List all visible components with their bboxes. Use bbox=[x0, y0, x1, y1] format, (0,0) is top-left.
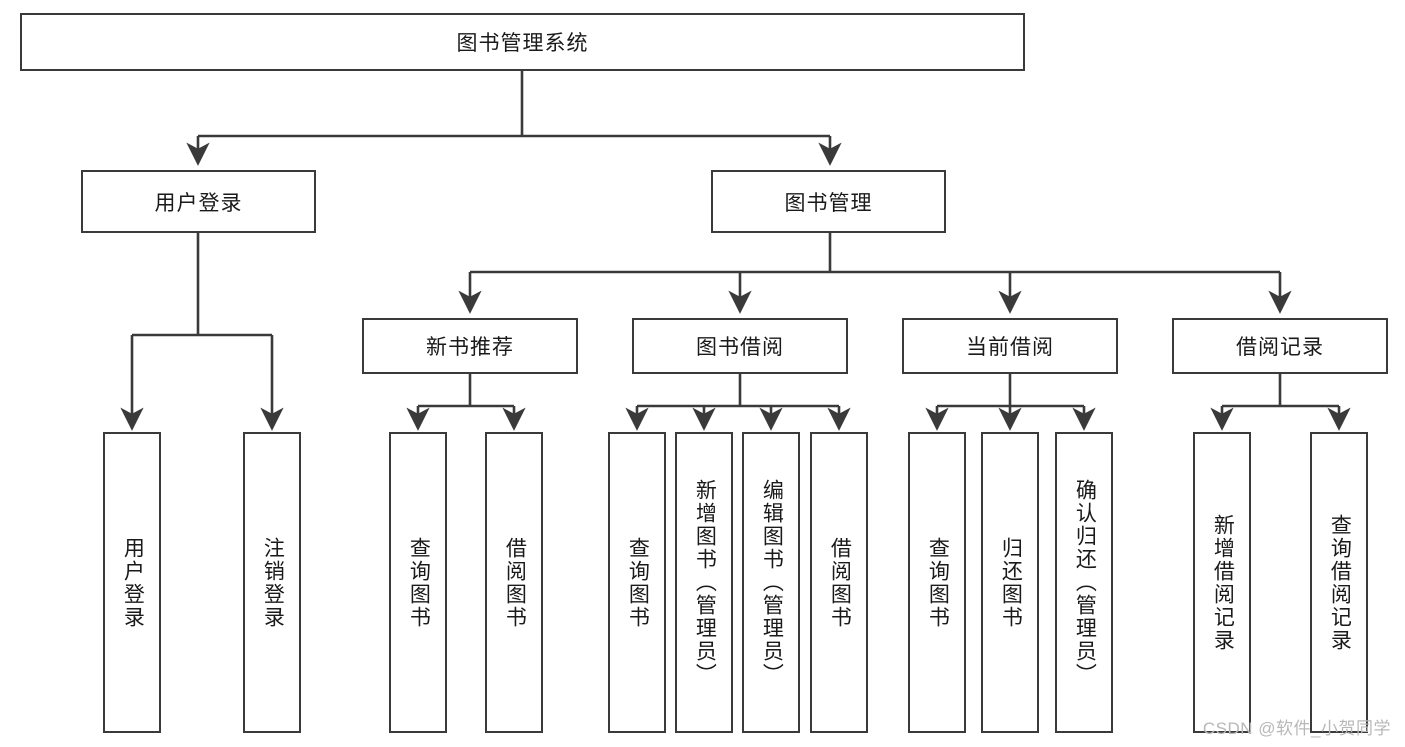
node-leaf-query-book-3-label: 查询图书 bbox=[926, 536, 950, 629]
node-borrow-record-label: 借阅记录 bbox=[1236, 336, 1324, 359]
node-leaf-query-borrow-record[interactable]: 查询借阅记录 bbox=[1310, 432, 1368, 733]
node-leaf-edit-book[interactable]: 编辑图书（管理员） bbox=[742, 432, 800, 733]
node-leaf-return-book[interactable]: 归还图书 bbox=[981, 432, 1039, 733]
node-current-borrow-label: 当前借阅 bbox=[966, 336, 1054, 359]
node-root[interactable]: 图书管理系统 bbox=[20, 13, 1025, 71]
node-leaf-user-login[interactable]: 用户登录 bbox=[103, 432, 161, 733]
node-borrow-record[interactable]: 借阅记录 bbox=[1172, 318, 1388, 374]
node-leaf-confirm-return[interactable]: 确认归还（管理员） bbox=[1055, 432, 1113, 733]
node-leaf-query-book-3[interactable]: 查询图书 bbox=[908, 432, 966, 733]
node-leaf-edit-book-label: 编辑图书（管理员） bbox=[760, 479, 784, 686]
node-book-manage-label: 图书管理 bbox=[784, 191, 873, 215]
node-leaf-query-book-1[interactable]: 查询图书 bbox=[389, 432, 447, 733]
node-root-label: 图书管理系统 bbox=[456, 32, 589, 55]
node-leaf-add-book[interactable]: 新增图书（管理员） bbox=[675, 432, 733, 733]
node-leaf-borrow-book-2[interactable]: 借阅图书 bbox=[810, 432, 868, 733]
node-leaf-query-borrow-record-label: 查询借阅记录 bbox=[1328, 513, 1352, 652]
node-leaf-logout-login-label: 注销登录 bbox=[261, 536, 285, 629]
node-current-borrow[interactable]: 当前借阅 bbox=[902, 318, 1118, 374]
node-leaf-confirm-return-label: 确认归还（管理员） bbox=[1073, 479, 1097, 686]
node-new-book-recommend[interactable]: 新书推荐 bbox=[362, 318, 578, 374]
node-leaf-borrow-book-2-label: 借阅图书 bbox=[828, 536, 852, 629]
node-leaf-borrow-book-1[interactable]: 借阅图书 bbox=[485, 432, 543, 733]
node-leaf-return-book-label: 归还图书 bbox=[999, 536, 1023, 629]
node-leaf-borrow-book-1-label: 借阅图书 bbox=[503, 536, 527, 629]
node-leaf-add-borrow-record[interactable]: 新增借阅记录 bbox=[1193, 432, 1251, 733]
node-leaf-query-book-1-label: 查询图书 bbox=[407, 536, 431, 629]
node-leaf-logout-login[interactable]: 注销登录 bbox=[243, 432, 301, 733]
node-leaf-add-book-label: 新增图书（管理员） bbox=[693, 479, 717, 686]
node-book-manage[interactable]: 图书管理 bbox=[711, 170, 946, 233]
node-new-book-recommend-label: 新书推荐 bbox=[426, 336, 514, 359]
node-user-login[interactable]: 用户登录 bbox=[81, 170, 316, 233]
node-leaf-user-login-label: 用户登录 bbox=[121, 536, 145, 629]
node-leaf-query-book-2[interactable]: 查询图书 bbox=[608, 432, 666, 733]
node-book-borrow-label: 图书借阅 bbox=[696, 336, 784, 359]
node-user-login-label: 用户登录 bbox=[154, 191, 243, 215]
node-book-borrow[interactable]: 图书借阅 bbox=[632, 318, 848, 374]
node-leaf-add-borrow-record-label: 新增借阅记录 bbox=[1211, 513, 1235, 652]
node-leaf-query-book-2-label: 查询图书 bbox=[626, 536, 650, 629]
